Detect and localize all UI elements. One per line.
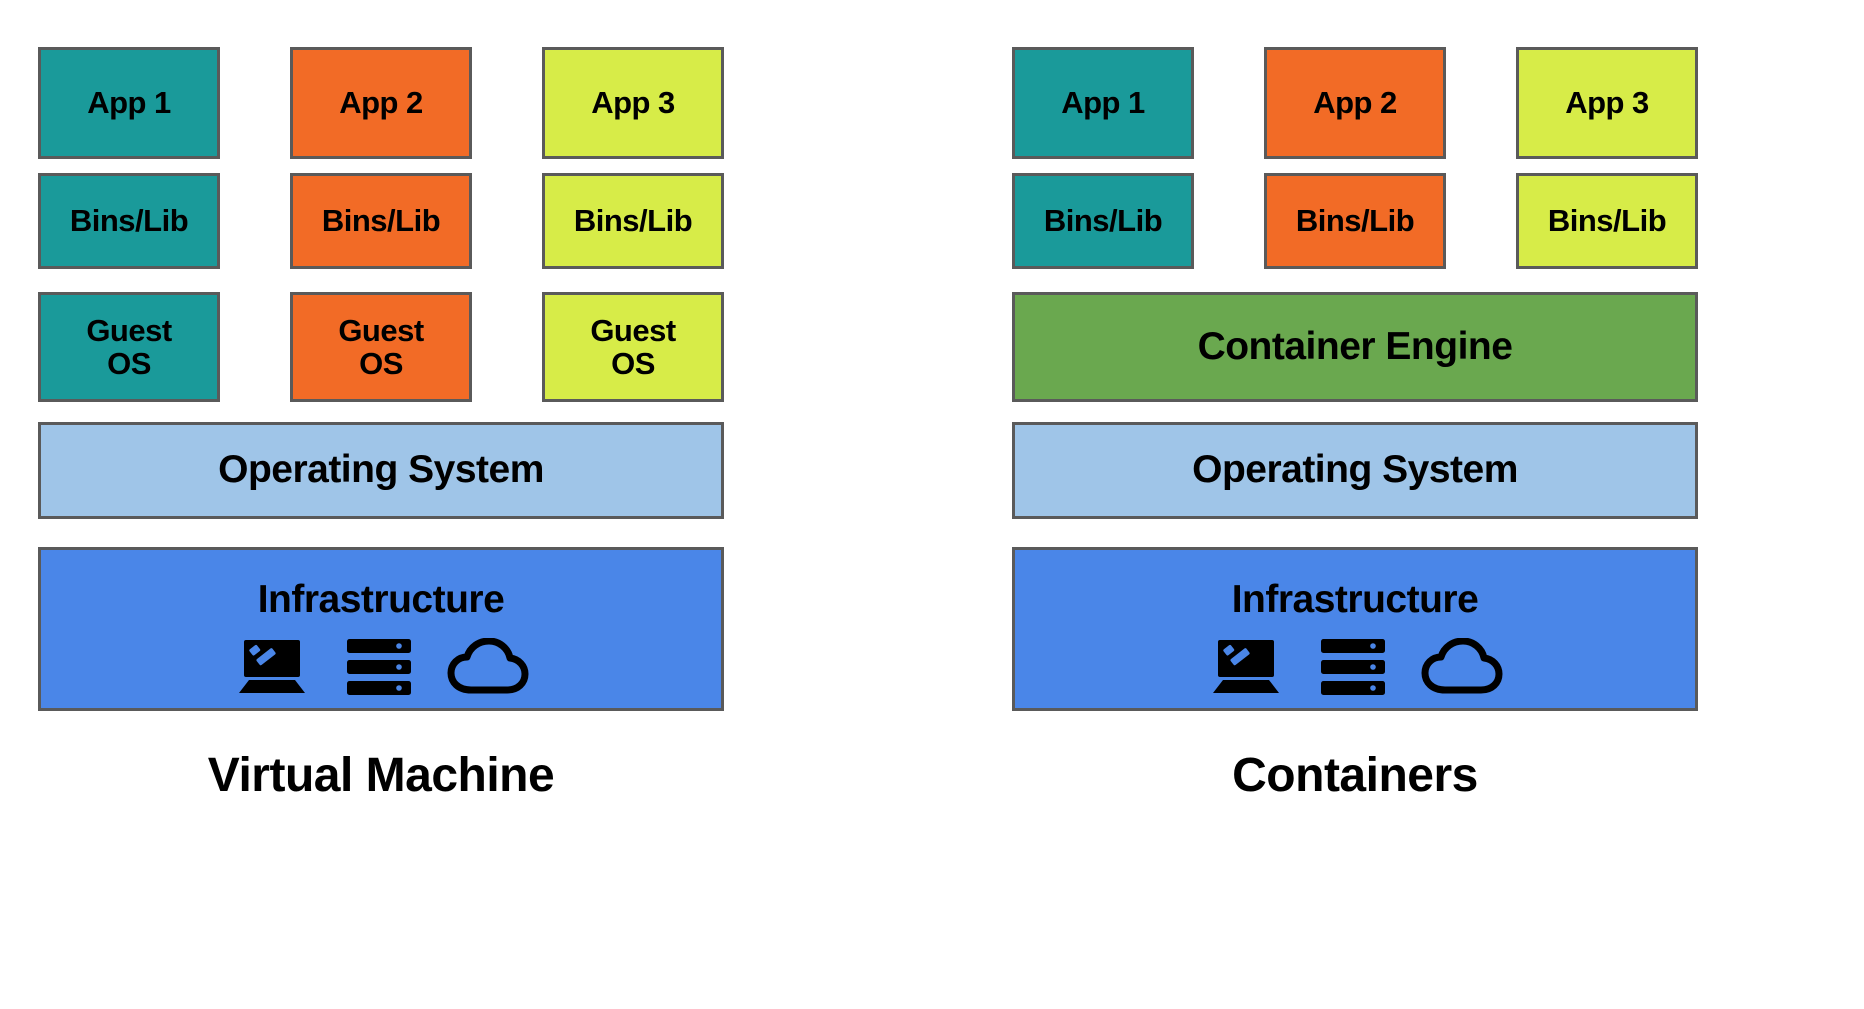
vm-app-1-box: App 1	[38, 47, 220, 159]
ctr-infrastructure-label: Infrastructure	[1231, 577, 1479, 621]
vm-guest-os-1-box: Guest OS	[38, 292, 220, 402]
ctr-bins-2-box: Bins/Lib	[1264, 173, 1446, 269]
vm-app-3-label: App 3	[591, 85, 675, 121]
vm-guest-os-3-line1: Guest	[590, 312, 676, 348]
vm-infrastructure-content: Infrastructure	[41, 561, 721, 697]
vm-bins-3-label: Bins/Lib	[573, 203, 693, 239]
cloud-icon	[1421, 638, 1503, 696]
panel-containers: App 1 App 2 App 3 Bins/Lib Bins/Lib Bins…	[1012, 0, 1828, 1009]
ctr-container-engine-box: Container Engine	[1012, 292, 1698, 402]
ctr-bins-3-label: Bins/Lib	[1547, 203, 1667, 239]
ctr-container-engine-label: Container Engine	[1197, 324, 1513, 368]
vm-app-2-label: App 2	[339, 85, 423, 121]
panel-virtual-machine: App 1 App 2 App 3 Bins/Lib Bins/Lib Bins…	[38, 0, 854, 1009]
vm-guest-os-2-box: Guest OS	[290, 292, 472, 402]
ctr-infrastructure-icon-row	[1207, 637, 1503, 697]
vm-panel-caption: Virtual Machine	[207, 749, 555, 802]
vm-app-1-label: App 1	[87, 85, 171, 121]
vm-bins-2-box: Bins/Lib	[290, 173, 472, 269]
vm-guest-os-2-line2: OS	[359, 346, 403, 381]
ctr-app-2-label: App 2	[1313, 85, 1397, 121]
vm-app-3-box: App 3	[542, 47, 724, 159]
laptop-icon	[233, 637, 311, 697]
ctr-app-3-label: App 3	[1565, 85, 1649, 121]
vm-guest-os-3-label: Guest OS	[590, 312, 676, 381]
vm-bins-1-box: Bins/Lib	[38, 173, 220, 269]
vm-operating-system-label: Operating System	[218, 448, 544, 492]
vm-operating-system-box: Operating System	[38, 422, 724, 519]
vm-guest-os-1-line2: OS	[107, 346, 151, 381]
vm-infrastructure-icon-row	[233, 637, 529, 697]
ctr-app-1-label: App 1	[1061, 85, 1145, 121]
ctr-infrastructure-content: Infrastructure	[1015, 561, 1695, 697]
ctr-bins-1-box: Bins/Lib	[1012, 173, 1194, 269]
vm-guest-os-2-line1: Guest	[338, 312, 424, 348]
vm-bins-1-label: Bins/Lib	[69, 203, 189, 239]
ctr-infrastructure-box: Infrastructure	[1012, 547, 1698, 711]
server-rack-icon	[345, 637, 413, 697]
ctr-app-2-box: App 2	[1264, 47, 1446, 159]
vm-app-2-box: App 2	[290, 47, 472, 159]
vm-guest-os-1-line1: Guest	[86, 312, 172, 348]
ctr-app-3-box: App 3	[1516, 47, 1698, 159]
vm-guest-os-3-line2: OS	[611, 346, 655, 381]
vm-bins-3-box: Bins/Lib	[542, 173, 724, 269]
ctr-panel-caption: Containers	[1232, 749, 1478, 802]
ctr-app-1-box: App 1	[1012, 47, 1194, 159]
ctr-bins-2-label: Bins/Lib	[1295, 203, 1415, 239]
ctr-bins-3-box: Bins/Lib	[1516, 173, 1698, 269]
vm-infrastructure-label: Infrastructure	[257, 577, 505, 621]
vm-guest-os-2-label: Guest OS	[338, 312, 424, 381]
vm-guest-os-3-box: Guest OS	[542, 292, 724, 402]
server-rack-icon	[1319, 637, 1387, 697]
vm-guest-os-1-label: Guest OS	[86, 312, 172, 381]
ctr-operating-system-label: Operating System	[1192, 448, 1518, 492]
vm-bins-2-label: Bins/Lib	[321, 203, 441, 239]
cloud-icon	[447, 638, 529, 696]
vm-infrastructure-box: Infrastructure	[38, 547, 724, 711]
laptop-icon	[1207, 637, 1285, 697]
ctr-bins-1-label: Bins/Lib	[1043, 203, 1163, 239]
ctr-operating-system-box: Operating System	[1012, 422, 1698, 519]
